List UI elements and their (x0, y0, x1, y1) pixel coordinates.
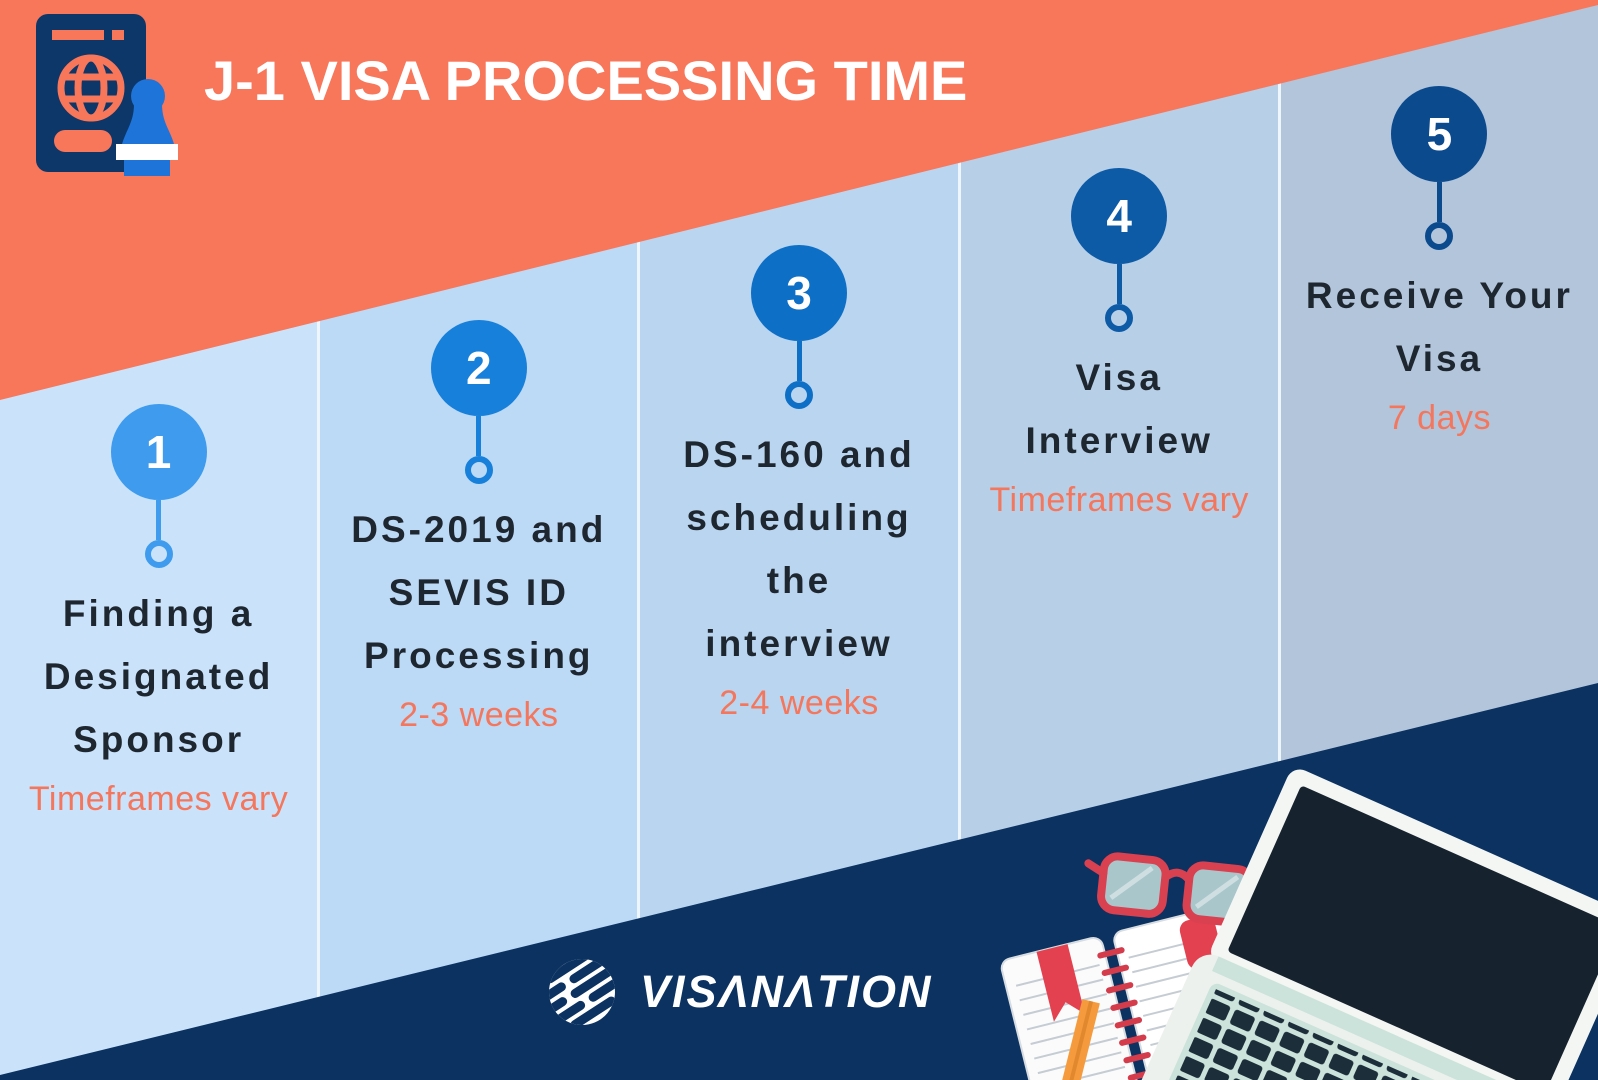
step-title-line: Processing (364, 635, 594, 676)
brand-logo: VISΛNΛTION (548, 958, 933, 1026)
step-title: DS-2019 and SEVIS ID Processing (351, 498, 606, 687)
step-number-badge: 1 (110, 404, 207, 500)
step-number-badge: 3 (751, 245, 847, 341)
step-number: 2 (466, 342, 492, 394)
header: J-1 VISA PROCESSING TIME (30, 10, 967, 182)
timeline-stem (156, 500, 162, 540)
step-title: Receive Your Visa (1306, 264, 1573, 390)
passport-stamp-icon (36, 14, 178, 176)
step-number-badge: 4 (1071, 168, 1168, 264)
step-title: DS-160 and scheduling the interview (683, 423, 915, 675)
step-timeframe: 2-3 weeks (399, 696, 559, 734)
timeline-ring-icon (1105, 304, 1134, 332)
step-title-line: Visa (1395, 338, 1484, 379)
step-title-line: Receive Your (1305, 275, 1573, 316)
step-timeframe: Timeframes vary (989, 481, 1249, 519)
step-timeframe: Timeframes vary (28, 780, 289, 818)
timeline-ring-icon (464, 456, 493, 484)
timeline-stem (1116, 264, 1122, 304)
timeline-stem (1436, 182, 1442, 222)
step-title-line: the (766, 560, 832, 601)
step-title-line: Designated (43, 656, 274, 697)
step-title: Finding a Designated Sponsor (44, 582, 273, 771)
timeline-stem (476, 416, 482, 456)
step-number: 1 (145, 426, 172, 478)
timeline-ring-icon (1425, 222, 1454, 250)
step-title-line: Visa (1075, 357, 1163, 398)
step-title-line: DS-160 and (683, 434, 915, 475)
step-title-line: SEVIS ID (388, 572, 569, 613)
step-timeframe: 2-4 weeks (719, 684, 879, 722)
timeline-stem (796, 341, 802, 381)
step-title-line: Sponsor (73, 719, 245, 760)
step-title-line: Interview (1025, 420, 1213, 461)
page-title: J-1 VISA PROCESSING TIME (204, 49, 968, 112)
step-title-line: Finding a (62, 593, 255, 634)
globe-logo-icon (549, 959, 615, 1025)
step-number-badge: 5 (1391, 86, 1488, 182)
step-number-badge: 2 (430, 320, 527, 416)
step-title-line: interview (705, 623, 893, 664)
step-title-line: DS-2019 and (351, 509, 607, 550)
step-number: 4 (1106, 190, 1132, 242)
step-timeframe: 7 days (1387, 399, 1491, 437)
step-number: 5 (1426, 108, 1453, 160)
timeline-ring-icon (785, 381, 813, 409)
timeline-ring-icon (144, 540, 173, 568)
step-title: Visa Interview (1026, 346, 1213, 472)
brand-logo-text: VISΛNΛTION (640, 966, 933, 1017)
step-title-line: scheduling (686, 497, 912, 538)
step-number: 3 (786, 267, 812, 319)
